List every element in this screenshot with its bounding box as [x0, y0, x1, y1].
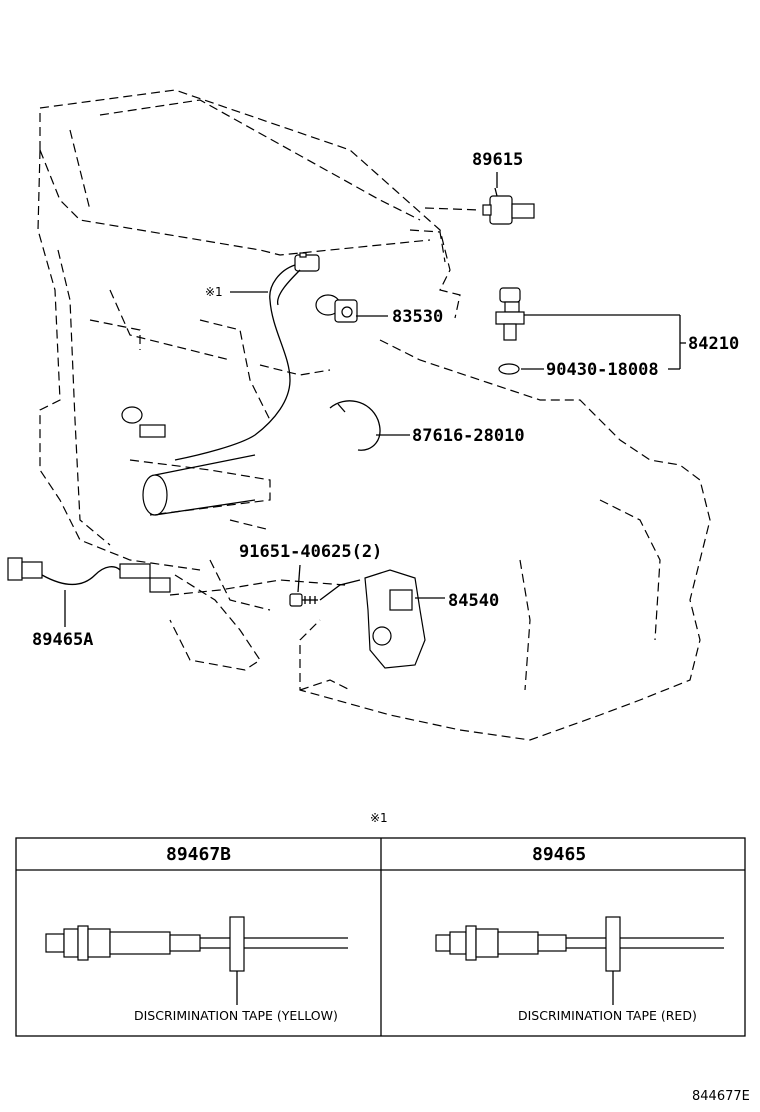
- sensor-drawing-89465: [435, 916, 724, 1005]
- switch-83530: [315, 294, 358, 323]
- table-header-col2: 89465: [532, 844, 586, 865]
- sensor-84210: [495, 287, 525, 341]
- callout-89615: 89615: [472, 150, 523, 170]
- bolt-91651: [289, 593, 318, 607]
- oxygen-sensor-upstream: [121, 252, 320, 461]
- intake-pipe: [142, 454, 256, 516]
- oxygen-sensor-89465A: [7, 557, 346, 596]
- callout-90430: 90430-18008: [546, 360, 659, 380]
- table-note-marker: ※1: [370, 811, 388, 825]
- gasket-90430: [498, 363, 520, 375]
- tape-label-yellow: DISCRIMINATION TAPE (YELLOW): [134, 1008, 338, 1023]
- engine-outline: [37, 89, 711, 741]
- callout-91651: 91651-40625(2): [239, 542, 382, 562]
- callout-89465A: 89465A: [32, 630, 93, 650]
- leader-84210-bracket: [521, 314, 686, 370]
- leader-91651: [297, 564, 301, 593]
- callout-87616: 87616-28010: [412, 426, 525, 446]
- switch-84540: [319, 569, 426, 669]
- table-header-col1: 89467B: [166, 844, 231, 865]
- tape-label-red: DISCRIMINATION TAPE (RED): [518, 1008, 697, 1023]
- callout-83530: 83530: [392, 307, 443, 327]
- clamp-87616: [329, 400, 381, 451]
- oil-pressure-switch-89615: [482, 187, 535, 225]
- callout-84210: 84210: [688, 334, 739, 354]
- sensor-drawing-89467B: [45, 916, 348, 1005]
- sensor-comparison-table: [15, 837, 746, 1037]
- callout-84540: 84540: [448, 591, 499, 611]
- note-marker-1: ※1: [205, 285, 223, 299]
- figure-code: 844677E: [692, 1089, 750, 1104]
